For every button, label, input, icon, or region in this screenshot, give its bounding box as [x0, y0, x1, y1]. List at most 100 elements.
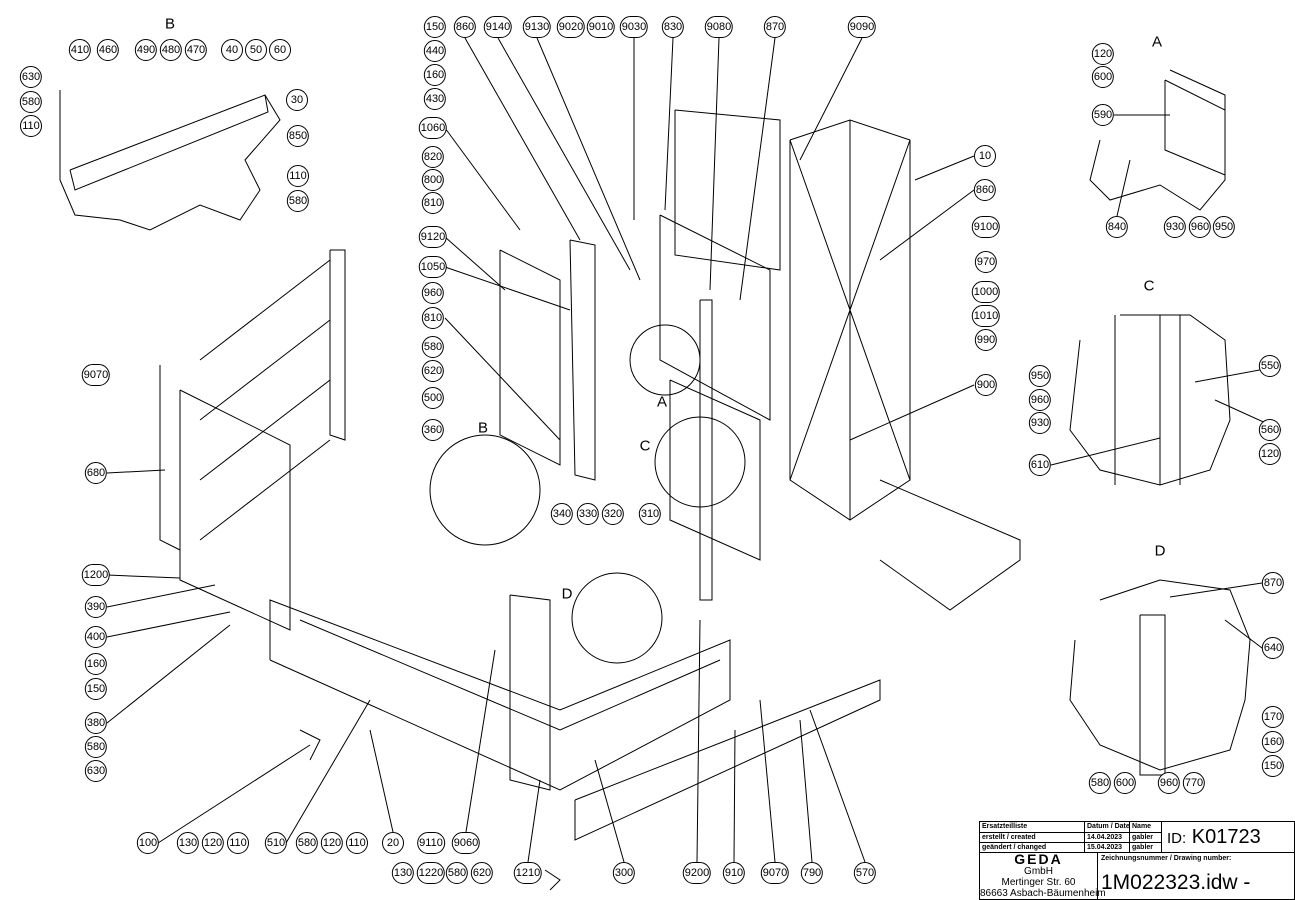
detail-view-a	[1089, 69, 1226, 211]
part-balloon: 9060	[451, 832, 481, 854]
detail-label: C	[639, 437, 651, 455]
part-balloon: 620	[470, 862, 494, 884]
part-balloon: 830	[661, 16, 685, 38]
part-balloon: 790	[800, 862, 824, 884]
tb-changed-label: geändert / changed	[980, 843, 1085, 853]
part-balloon: 580	[286, 190, 310, 212]
part-balloon: 580	[421, 336, 445, 358]
part-balloon: 1200	[81, 564, 111, 586]
part-balloon: 570	[853, 862, 877, 884]
part-balloon: 110	[287, 165, 309, 187]
part-balloon: 860	[973, 179, 997, 201]
part-balloon: 840	[1105, 216, 1129, 238]
part-balloon: 580	[1088, 772, 1112, 794]
front-post	[509, 594, 551, 791]
part-balloon: 9020	[556, 16, 586, 38]
part-balloon: 320	[601, 503, 625, 525]
part-balloon: 950	[1212, 216, 1236, 238]
part-balloon: 490	[134, 39, 158, 61]
part-balloon: 9030	[619, 16, 649, 38]
part-balloon: 640	[1261, 637, 1285, 659]
part-balloon: 110	[20, 115, 42, 137]
part-balloon: 410	[68, 39, 92, 61]
part-balloon: 110	[227, 832, 249, 854]
control-panel	[659, 214, 771, 421]
part-balloon: 120	[1091, 43, 1115, 65]
part-balloon: 310	[638, 503, 662, 525]
part-balloon: 460	[96, 39, 120, 61]
tb-created-name: gabler	[1130, 833, 1162, 843]
part-balloon: 9090	[847, 16, 877, 38]
part-balloon: 120	[201, 832, 225, 854]
detail-label: B	[164, 15, 176, 33]
detail-label: A	[1151, 33, 1163, 51]
part-balloon: 150	[1261, 755, 1285, 777]
part-balloon: 1210	[513, 862, 543, 884]
part-balloon: 340	[550, 503, 574, 525]
part-balloon: 110	[346, 832, 368, 854]
part-balloon: 170	[1261, 706, 1285, 728]
id-label: ID:	[1167, 830, 1187, 847]
company-street: Mertinger Str. 60	[1001, 877, 1076, 888]
detail-circle-b	[429, 434, 541, 546]
part-balloon: 9010	[586, 16, 616, 38]
part-balloon: 9070	[760, 862, 790, 884]
part-balloon: 950	[1028, 365, 1052, 387]
part-balloon: 600	[1113, 772, 1137, 794]
part-balloon: 30	[286, 89, 308, 111]
part-balloon: 9100	[971, 216, 1001, 238]
part-balloon: 850	[286, 125, 310, 147]
part-balloon: 870	[763, 16, 787, 38]
part-balloon: 960	[1188, 216, 1212, 238]
detail-view-c	[1069, 314, 1231, 486]
part-balloon: 900	[974, 374, 998, 396]
part-balloon: 430	[423, 88, 447, 110]
part-balloon: 10	[974, 145, 996, 167]
part-balloon: 580	[445, 862, 469, 884]
part-balloon: 870	[1261, 572, 1285, 594]
company-city: 86663 Asbach-Bäumenheim	[980, 888, 1106, 899]
beam	[69, 94, 269, 191]
side-post	[329, 249, 346, 441]
part-balloon: 160	[423, 64, 447, 86]
part-balloon: 120	[320, 832, 344, 854]
tb-header: Datum / Date	[1085, 822, 1130, 833]
part-balloon: 1220	[416, 862, 446, 884]
part-balloon: 930	[1163, 216, 1187, 238]
part-balloon: 330	[576, 503, 600, 525]
part-balloon: 910	[722, 862, 746, 884]
tb-id: ID: K01723	[1162, 822, 1295, 853]
part-balloon: 510	[264, 832, 288, 854]
detail-circle-d	[571, 572, 663, 664]
part-balloon: 130	[391, 862, 415, 884]
foot	[544, 869, 561, 891]
tb-created-date: 14.04.2023	[1085, 833, 1130, 843]
part-outline	[1139, 614, 1166, 776]
outrigger	[879, 479, 1021, 611]
part-balloon: 130	[176, 832, 200, 854]
detail-label: D	[561, 585, 573, 603]
part-balloon: 610	[1028, 454, 1052, 476]
foot	[299, 729, 321, 761]
part-balloon: 40	[221, 39, 243, 61]
geda-logo: GEDA	[1014, 851, 1063, 867]
tb-changed-name: gabler	[1130, 843, 1162, 853]
part-balloon: 1060	[418, 117, 448, 139]
part-balloon: 930	[1028, 412, 1052, 434]
part-balloon: 1050	[418, 256, 448, 278]
part-balloon: 160	[1261, 731, 1285, 753]
part-balloon: 120	[1258, 443, 1282, 465]
part-balloon: 50	[245, 39, 267, 61]
part-balloon: 9110	[417, 832, 445, 854]
part-balloon: 9130	[522, 16, 552, 38]
part-balloon: 60	[269, 39, 291, 61]
part-balloon: 800	[421, 169, 445, 191]
floor-frame	[269, 599, 731, 791]
part-balloon: 9120	[418, 226, 448, 248]
part-balloon: 470	[184, 39, 208, 61]
part-balloon: 680	[84, 462, 108, 484]
part-balloon: 990	[974, 329, 998, 351]
floor-edge	[299, 619, 721, 731]
